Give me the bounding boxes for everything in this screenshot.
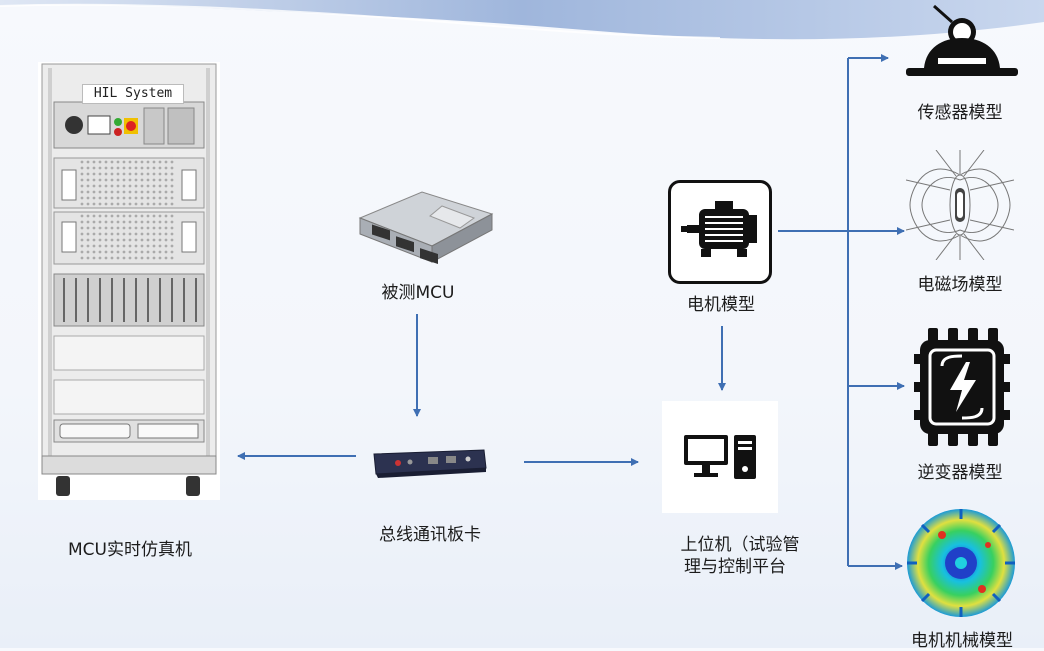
simulator-label: MCU实时仿真机	[68, 540, 192, 560]
motor-icon	[681, 201, 757, 257]
inverter-chip-icon	[914, 328, 1010, 446]
model-label-mechanics: 电机机械模型	[911, 631, 1013, 651]
bus-card-label: 总线通讯板卡	[379, 525, 481, 545]
dut-label: 被测MCU	[381, 283, 455, 303]
host-pc-frame	[662, 401, 778, 513]
motor-model-label: 电机模型	[687, 295, 755, 315]
hil-rack-image	[38, 62, 220, 500]
motor-model-frame	[668, 180, 772, 284]
mcu-controller-image	[358, 191, 494, 264]
rack-panel-title: HIL System	[82, 84, 184, 104]
host-label-line2: 理与控制平台	[684, 557, 786, 577]
host-label-line1: 上位机（试验管	[680, 535, 800, 555]
magnetic-field-icon	[906, 150, 1014, 260]
model-label-inverter: 逆变器模型	[917, 463, 1003, 483]
motor-mechanics-icon	[907, 509, 1015, 617]
sensor-icon	[906, 4, 1018, 76]
model-label-magnetic: 电磁场模型	[917, 275, 1003, 295]
desktop-computer-icon	[684, 435, 756, 479]
bus-card-image	[373, 449, 487, 478]
model-label-sensor: 传感器模型	[917, 103, 1003, 123]
header-wave	[0, 0, 1044, 40]
